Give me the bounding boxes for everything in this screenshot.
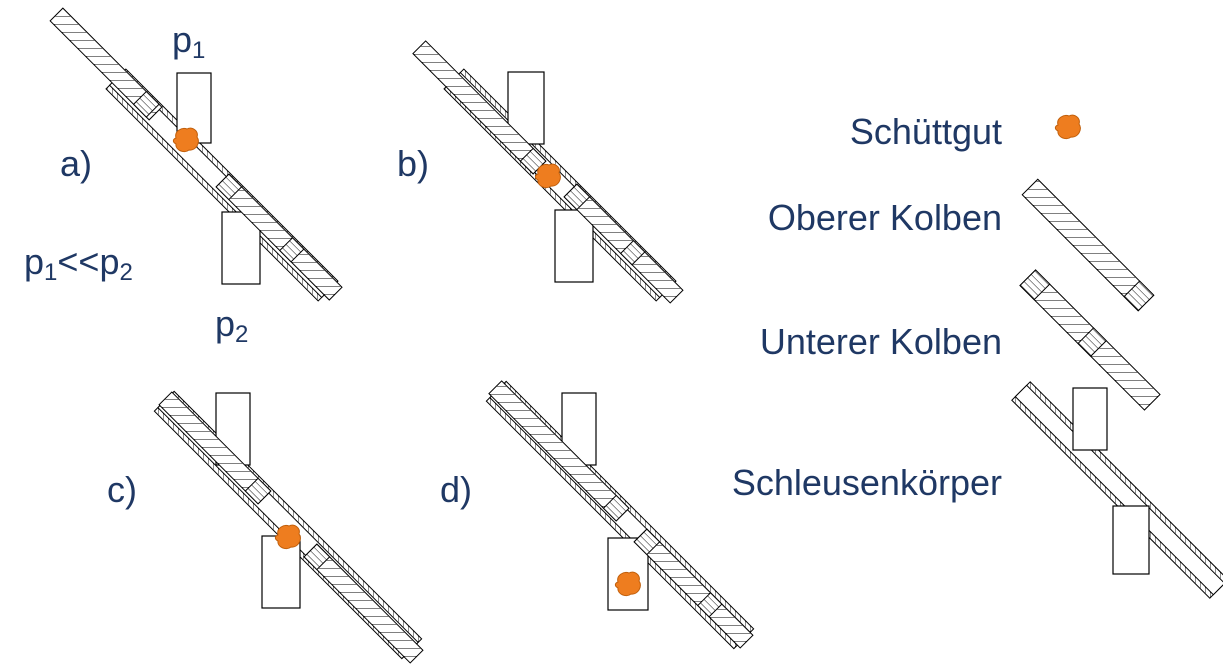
label-stage-c: c)	[107, 469, 137, 510]
stage-d-upper-piston	[488, 380, 630, 522]
label-stage-d: d)	[440, 469, 473, 510]
stage-b-lock	[412, 40, 684, 304]
stage-d-particle-icon	[614, 571, 641, 597]
stage-b-lower-piston	[563, 183, 684, 304]
stage-b-particle-icon	[534, 163, 561, 189]
legend-label-schuettgut: Schüttgut	[849, 111, 1002, 152]
label-stage-b: b)	[397, 143, 430, 184]
legend-label-unterer-kolben: Unterer Kolben	[759, 321, 1002, 362]
stage-d-lower-piston	[633, 528, 754, 649]
pressure-p1-label: p1	[172, 19, 206, 64]
stage-c-particle-icon	[274, 524, 301, 550]
stage-a-particle-icon	[172, 127, 199, 153]
stage-c-lower-piston	[303, 543, 424, 664]
stage-c-outlet-port	[261, 535, 301, 609]
pressure-p2-label: p2	[215, 303, 249, 348]
legend-label-schleusenkoerper: Schleusenkörper	[731, 462, 1002, 503]
stage-d-lock	[485, 380, 755, 650]
stage-c-lock	[153, 390, 424, 664]
stage-a-lower-piston	[215, 173, 343, 301]
bulk-particle-icon	[1054, 114, 1081, 140]
stage-a-lock	[49, 7, 343, 302]
stage-b-inlet-port	[507, 71, 545, 145]
label-stage-a: a)	[60, 143, 93, 184]
upper-piston-icon	[1021, 178, 1155, 312]
stage-b-outlet-port	[554, 209, 594, 283]
legend-label-oberer-kolben: Oberer Kolben	[767, 197, 1002, 238]
lock-body-icon	[1011, 381, 1223, 599]
stage-a-upper-piston	[49, 7, 163, 121]
stage-c-upper-piston	[158, 391, 272, 505]
lower-piston-icon	[1019, 269, 1161, 411]
pressure-relation-label: p1<<p2	[24, 241, 133, 286]
